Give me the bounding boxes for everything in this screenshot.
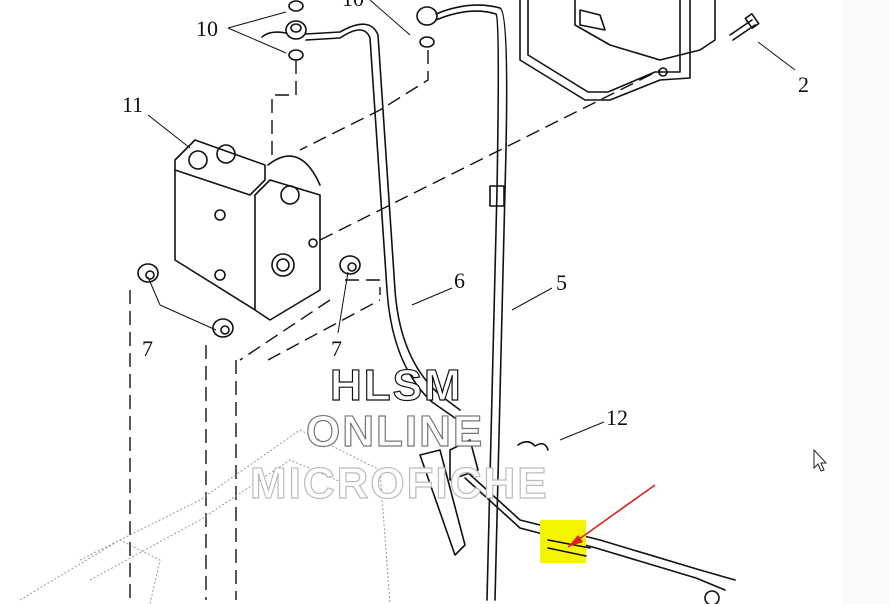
callout-7-left: 7 [142,336,153,361]
watermark-line-3: MICROFICHE [250,459,549,508]
cover-plate [519,0,716,101]
banjo-fittings [227,0,438,61]
watermark: HLSM ONLINE MICROFICHE [249,360,549,508]
callout-10: 10 [196,16,218,41]
mouse-cursor-icon [813,448,828,472]
background-housing [19,429,391,604]
red-arrow [567,484,656,548]
assembly-guide-lines [129,50,661,600]
bolt [729,12,796,71]
callout-12: 12 [606,405,628,430]
watermark-line-1: HLSM [330,361,463,410]
callout-7-right: 7 [331,336,342,361]
right-margin [843,0,889,604]
valve-block [147,114,321,321]
callout-10-top: 10 [342,0,364,11]
lever-linkage [419,421,736,604]
callout-2: 2 [798,72,809,97]
watermark-line-2: ONLINE [306,407,484,456]
hoses [305,4,553,601]
callout-6: 6 [454,268,465,293]
callout-11: 11 [122,92,143,117]
callout-5: 5 [556,270,567,295]
washers [137,255,361,338]
